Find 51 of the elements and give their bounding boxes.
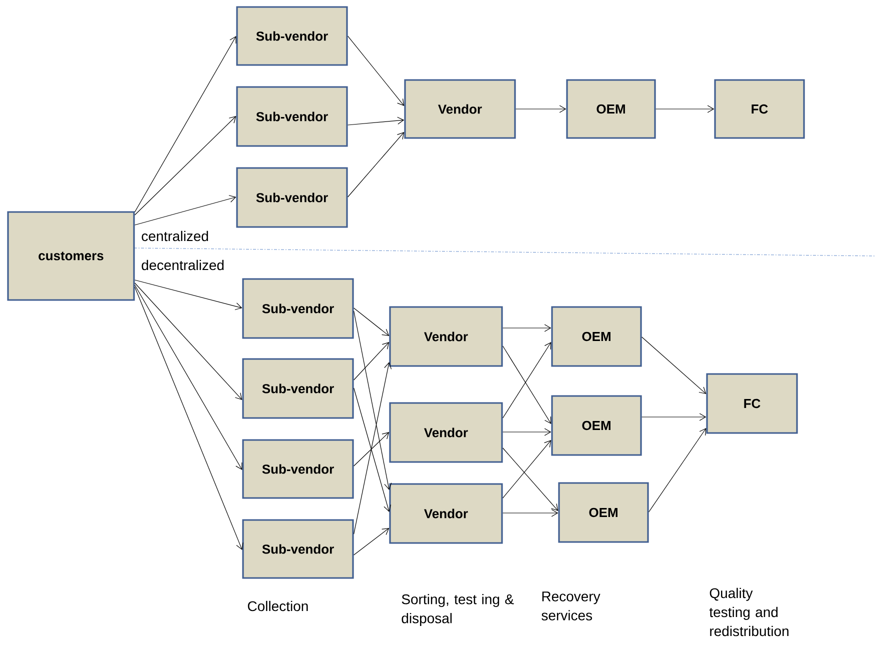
arrow <box>648 428 706 512</box>
arrow <box>348 36 404 106</box>
process-box: OEM <box>551 306 642 367</box>
caption-text: Sorting, test ing & disposal <box>402 594 514 626</box>
arrow <box>502 324 552 332</box>
arrow <box>502 448 558 511</box>
arrow <box>354 528 390 556</box>
arrow <box>502 428 552 436</box>
process-box: FC <box>706 373 798 434</box>
arrow <box>134 36 236 212</box>
arrow <box>502 440 552 498</box>
caption-text: centralized <box>142 230 208 242</box>
arrow <box>348 132 404 198</box>
arrow <box>354 310 392 490</box>
process-box: Vendor <box>389 483 503 544</box>
process-box: Sub-vendor <box>236 167 348 228</box>
arrow <box>354 308 390 336</box>
process-box: customers <box>7 211 135 301</box>
arrow <box>656 105 714 113</box>
process-box: OEM <box>558 482 649 543</box>
caption-text: Collection <box>248 600 308 612</box>
arrow <box>354 388 392 512</box>
process-box: Sub-vendor <box>242 519 354 579</box>
arrow <box>134 116 236 216</box>
process-box: OEM <box>566 79 656 139</box>
caption-text: decentralized <box>142 260 224 270</box>
process-box: Vendor <box>404 79 516 139</box>
arrow <box>134 282 242 400</box>
process-box: FC <box>714 79 805 139</box>
arrow <box>354 432 390 466</box>
arrow <box>516 105 566 113</box>
process-box: OEM <box>551 395 642 456</box>
arrow <box>134 195 236 226</box>
arrow <box>354 342 390 380</box>
arrow <box>134 284 242 470</box>
process-box: Sub-vendor <box>236 86 348 147</box>
arrow <box>642 413 706 421</box>
process-box: Vendor <box>389 306 503 367</box>
process-box: Sub-vendor <box>242 278 354 339</box>
caption-text: Recovery services <box>542 592 600 620</box>
process-box: Sub-vendor <box>242 358 354 419</box>
arrow <box>134 280 242 310</box>
process-box: Sub-vendor <box>242 439 354 499</box>
arrow <box>502 509 558 517</box>
arrow <box>348 116 404 126</box>
arrow <box>134 286 244 550</box>
arrow <box>642 336 706 394</box>
process-box: Sub-vendor <box>236 6 348 66</box>
arrow <box>354 362 392 534</box>
process-box: Vendor <box>389 402 503 463</box>
caption-text: Quality testing and redistribution <box>709 588 788 636</box>
